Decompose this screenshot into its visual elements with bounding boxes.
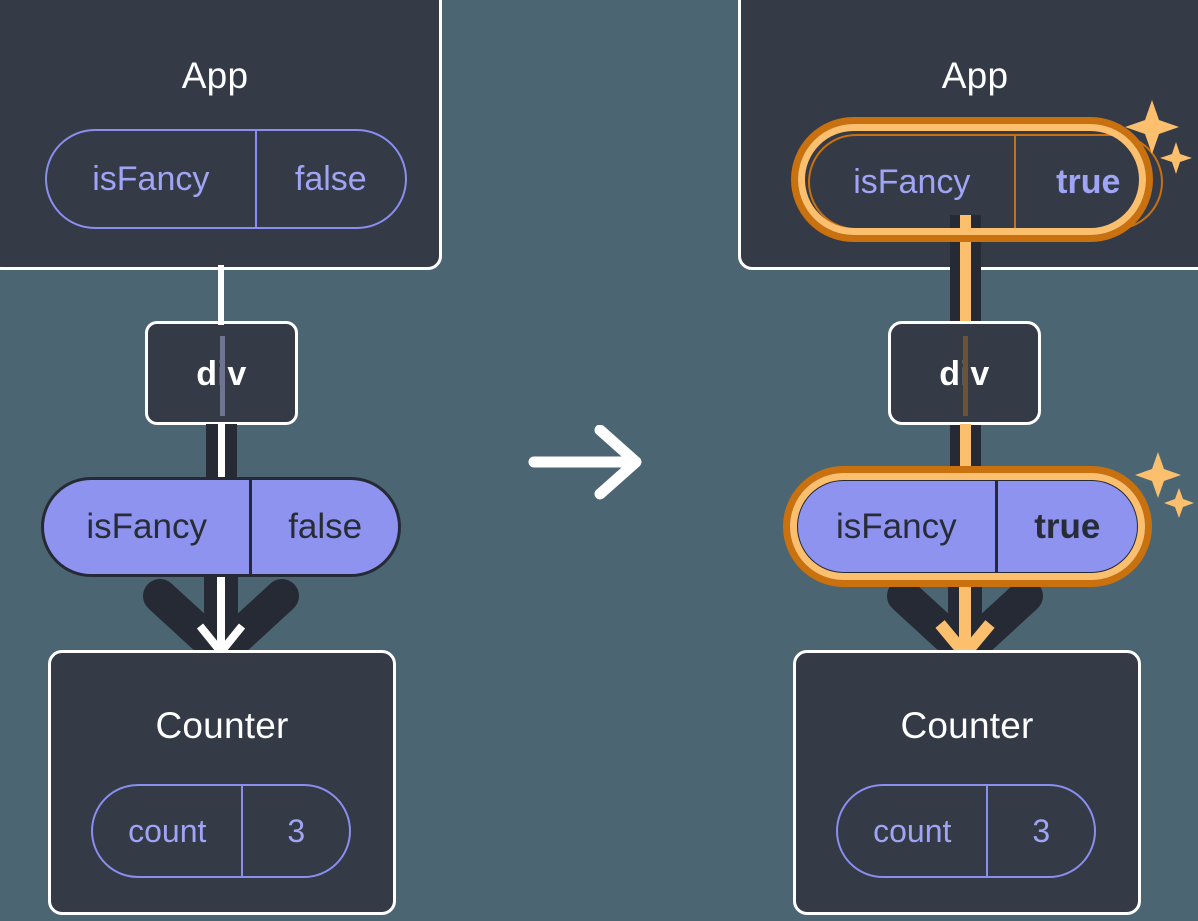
div-inner-line-after xyxy=(963,336,968,416)
app-state-pill-before: isFancy false xyxy=(45,129,407,229)
counter-state-key-before: count xyxy=(93,786,244,876)
div-box-after: div xyxy=(888,321,1041,425)
app-title-before: App xyxy=(181,55,249,96)
sparkle-icon-app-after xyxy=(1125,100,1192,174)
app-title-after: App xyxy=(941,55,1009,96)
div-inner-line-before xyxy=(220,336,225,416)
counter-state-pill-after: count 3 xyxy=(836,784,1096,878)
prop-pill-key-before: isFancy xyxy=(44,480,253,574)
prop-pill-before: isFancy false xyxy=(41,477,401,577)
prop-pill-value-after: true xyxy=(1034,506,1101,546)
app-state-key-before: isFancy xyxy=(47,131,257,227)
counter-box-before: Counter count 3 xyxy=(48,650,396,915)
app-box-before: App isFancy false xyxy=(0,0,442,270)
app-state-pill-after: isFancy true xyxy=(808,134,1163,230)
sparkle-icon-prop-after xyxy=(1135,452,1194,518)
counter-title-after: Counter xyxy=(900,705,1034,746)
counter-state-key-after: count xyxy=(838,786,989,876)
counter-box-after: Counter count 3 xyxy=(793,650,1141,915)
app-state-value-after: true xyxy=(1056,162,1121,201)
counter-state-pill-before: count 3 xyxy=(91,784,351,878)
connector-app-to-div-core-after xyxy=(960,215,971,327)
counter-state-value-before: 3 xyxy=(287,812,306,849)
prop-pill-value-before: false xyxy=(288,507,363,546)
connector-div-to-prop-core-before xyxy=(218,424,225,482)
prop-pill-after: isFancy true xyxy=(795,478,1140,575)
prop-pill-key-after: isFancy xyxy=(798,481,998,572)
connector-app-to-div-before xyxy=(218,265,224,325)
connector-div-to-prop-core-after xyxy=(960,424,971,482)
app-state-key-after: isFancy xyxy=(810,136,1016,228)
app-state-value-before: false xyxy=(294,159,367,198)
counter-title-before: Counter xyxy=(155,705,289,746)
counter-state-value-after: 3 xyxy=(1032,812,1051,849)
div-box-before: div xyxy=(145,321,298,425)
transition-arrow-icon xyxy=(528,425,642,500)
